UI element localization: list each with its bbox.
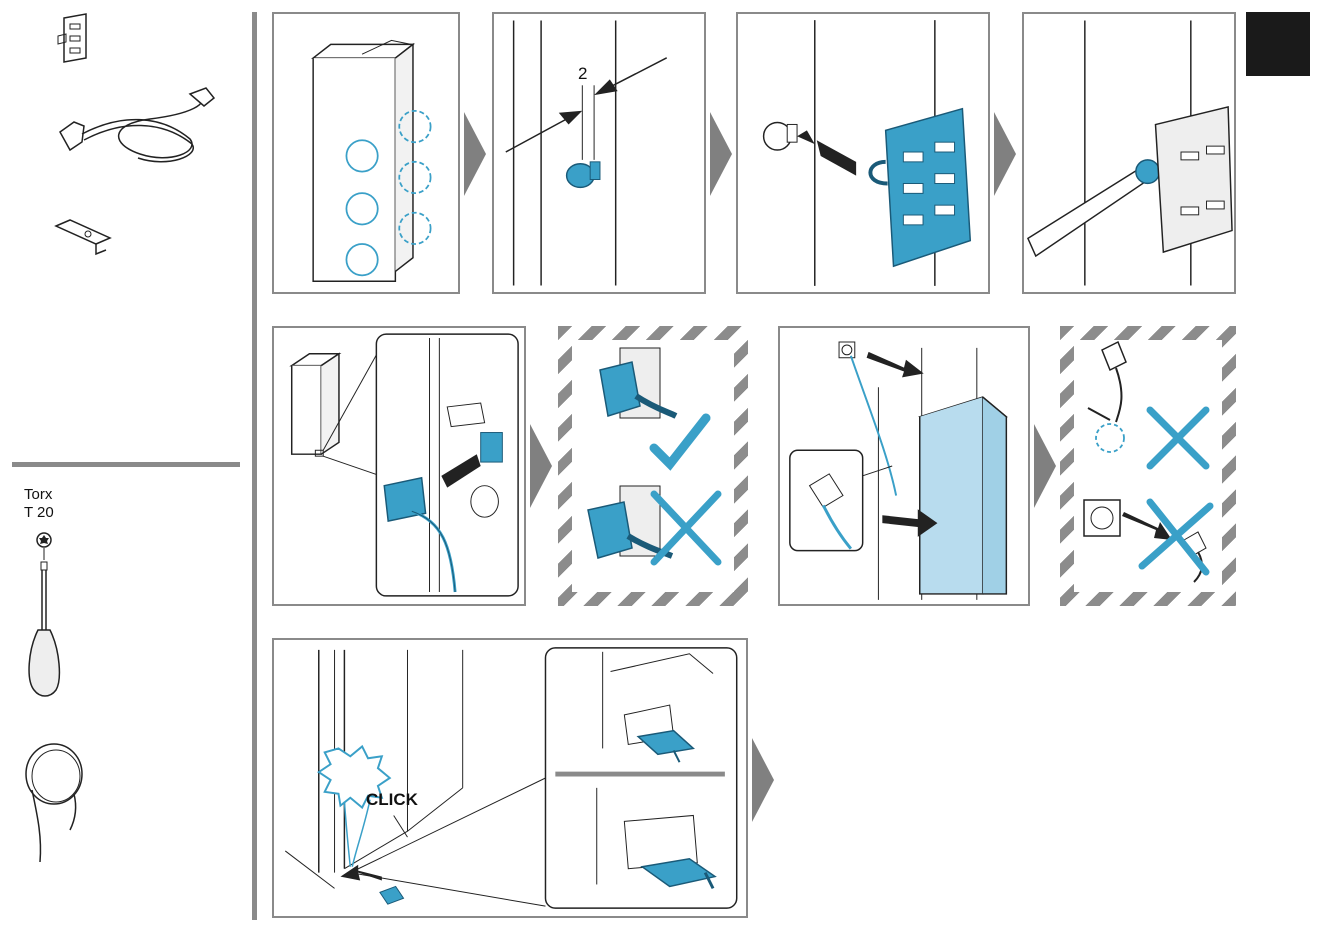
- divider-vertical: [252, 12, 257, 920]
- cable-tie-icon: [18, 738, 98, 868]
- bracket-part-icon: [44, 10, 124, 70]
- step-number: 2: [578, 64, 587, 84]
- step-panel-tighten-screw: [1022, 12, 1236, 294]
- click-label: CLICK: [366, 790, 418, 810]
- step-panel-attach-bracket: [736, 12, 990, 294]
- step-panel-insert-clip: CLICK: [272, 638, 748, 918]
- screwdriver-icon: [20, 530, 70, 700]
- clip-part-icon: [50, 212, 120, 262]
- tool-size: T 20: [24, 504, 54, 522]
- next-step-arrow: [710, 112, 732, 196]
- step-panel-appliance-overview: [272, 12, 460, 294]
- next-step-arrow: [752, 738, 774, 822]
- tool-label: Torx T 20: [24, 486, 54, 522]
- hint-panel-plug-correct-incorrect: [558, 326, 748, 606]
- next-step-arrow: [994, 112, 1016, 196]
- chapter-tab: [1246, 12, 1310, 76]
- divider-horizontal: [12, 462, 240, 467]
- step-panel-route-cable: [778, 326, 1030, 606]
- next-step-arrow: [530, 424, 552, 508]
- tool-name: Torx: [24, 486, 54, 504]
- next-step-arrow: [464, 112, 486, 196]
- hint-panel-plug-warnings: [1060, 326, 1236, 606]
- next-step-arrow: [1034, 424, 1056, 508]
- step-panel-screw-position: 2: [492, 12, 706, 294]
- power-cable-icon: [50, 84, 230, 174]
- step-panel-connect-cable: [272, 326, 526, 606]
